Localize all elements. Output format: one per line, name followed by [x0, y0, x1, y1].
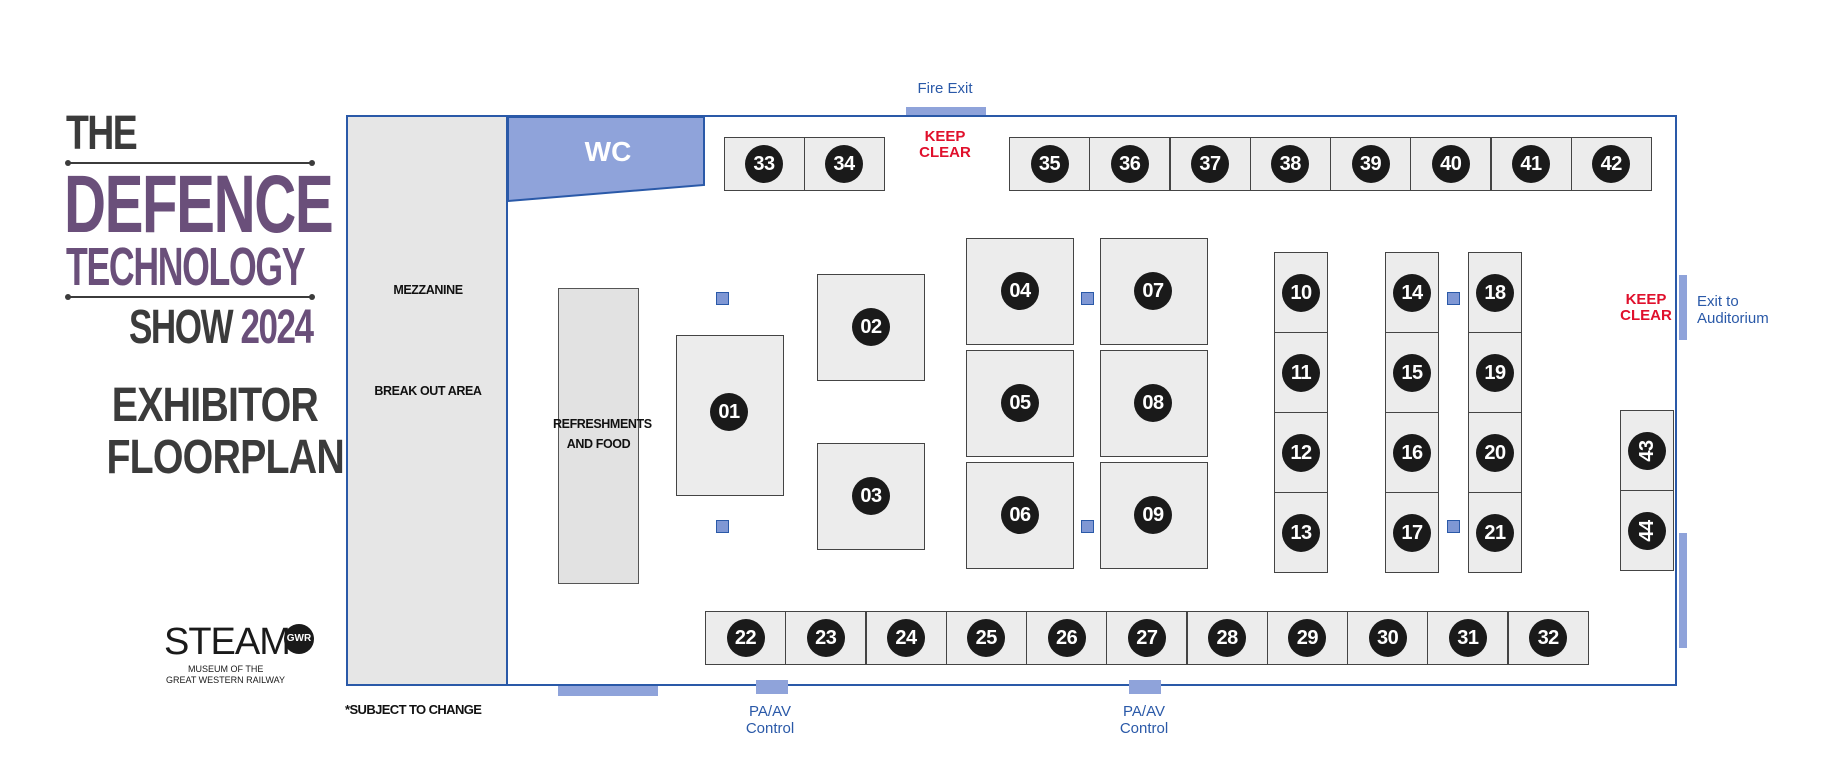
- title-line-2: FLOORPLAN: [106, 431, 344, 484]
- logo-technology: TECHNOLOGY: [66, 237, 306, 297]
- booth-number: 19: [1476, 353, 1514, 392]
- pa-av-line-2: Control: [745, 720, 795, 737]
- booth-number: 22: [726, 619, 765, 657]
- keep-clear-line-1: KEEP: [1625, 291, 1667, 308]
- bottom-door: [558, 686, 658, 696]
- pillar-marker: [1447, 292, 1460, 305]
- booth-number: 31: [1448, 619, 1487, 657]
- booth-number: 24: [887, 619, 926, 657]
- logo-rule-bottom: [65, 294, 315, 299]
- booth-number: 08: [1134, 384, 1172, 422]
- steam-museum-logo: STEAM GWR MUSEUM OF THE GREAT WESTERN RA…: [164, 622, 324, 692]
- pillar-marker: [716, 292, 729, 305]
- mezzanine-label: MEZZANINE: [393, 283, 463, 297]
- refreshments-label-1: REFRESHMENTS: [553, 417, 652, 431]
- side-door: [1679, 533, 1687, 648]
- exit-label-line-2: Auditorium: [1697, 310, 1769, 327]
- booth-number: 41: [1512, 145, 1550, 183]
- pa-av-control-box: [756, 680, 788, 694]
- booth-number: 12: [1282, 433, 1320, 472]
- booth-number: 28: [1208, 619, 1247, 657]
- exit-label-line-1: Exit to: [1697, 293, 1739, 310]
- subject-to-change-note: *SUBJECT TO CHANGE: [345, 702, 482, 717]
- booth-number: 37: [1191, 145, 1229, 183]
- booth-number: 35: [1030, 145, 1069, 183]
- logo-year: 2024: [240, 301, 314, 354]
- booth-number: 30: [1368, 619, 1407, 657]
- booth-number: 11: [1282, 353, 1320, 392]
- booth-number: 34: [825, 145, 863, 183]
- sponsor-caption-2: GREAT WESTERN RAILWAY: [166, 675, 286, 685]
- booth-number: 26: [1047, 619, 1086, 657]
- booth-number: 27: [1127, 619, 1166, 657]
- logo-defence: DEFENCE: [64, 159, 334, 250]
- pillar-marker: [716, 520, 729, 533]
- pa-av-line-2: Control: [1119, 720, 1169, 737]
- pa-av-label: PA/AV Control: [730, 703, 810, 737]
- booth-07[interactable]: [1100, 238, 1208, 345]
- sponsor-caption-1: MUSEUM OF THE: [188, 664, 264, 674]
- pa-av-line-1: PA/AV: [1123, 703, 1165, 720]
- refreshments-label-2: AND FOOD: [566, 437, 631, 451]
- gwr-badge-icon: GWR: [284, 624, 314, 654]
- page-title: EXHIBITOR FLOORPLAN: [60, 379, 344, 484]
- exit-to-auditorium-label: Exit to Auditorium: [1697, 293, 1769, 327]
- pa-av-label: PA/AV Control: [1104, 703, 1184, 737]
- logo-show: SHOW 2024: [129, 301, 314, 354]
- auditorium-exit-door: [1679, 275, 1687, 340]
- booth-number: 29: [1288, 619, 1327, 657]
- wc-label: WC: [584, 136, 632, 167]
- keep-clear-right: KEEP CLEAR: [1616, 292, 1676, 324]
- mezzanine-area: [348, 117, 508, 684]
- steam-wordmark: STEAM: [164, 621, 291, 663]
- booth-number: 25: [967, 619, 1006, 657]
- title-line-1: EXHIBITOR: [111, 379, 319, 432]
- booth-number: 01: [710, 393, 748, 431]
- booth-number: 23: [806, 619, 845, 657]
- keep-clear-top: KEEP CLEAR: [915, 129, 975, 161]
- booth-number: 42: [1592, 145, 1631, 183]
- keep-clear-line-2: CLEAR: [1620, 307, 1672, 324]
- pa-av-line-1: PA/AV: [749, 703, 791, 720]
- booth-number: 18: [1476, 273, 1514, 312]
- booth-number: 06: [1001, 496, 1039, 534]
- booth-number: 17: [1393, 513, 1431, 552]
- wc-area: [508, 117, 705, 202]
- keep-clear-line-1: KEEP: [924, 128, 966, 145]
- fire-exit-door: [906, 107, 986, 115]
- booth-number: 21: [1476, 513, 1514, 552]
- logo-the: THE: [66, 107, 138, 160]
- booth-number: 04: [1001, 272, 1039, 310]
- refreshments-area: [558, 288, 639, 584]
- pillar-marker: [1081, 520, 1094, 533]
- booth-number: 32: [1529, 619, 1568, 657]
- booth-number: 43: [1628, 431, 1666, 470]
- booth-number: 33: [745, 145, 783, 183]
- booth-number: 14: [1393, 273, 1431, 312]
- booth-number: 05: [1001, 384, 1039, 422]
- booth-number: 03: [852, 477, 890, 515]
- booth-number: 15: [1393, 353, 1431, 392]
- pillar-marker: [1081, 292, 1094, 305]
- booth-number: 10: [1282, 273, 1320, 312]
- breakout-area-label: BREAK OUT AREA: [374, 384, 482, 398]
- logo-rule-top: [65, 160, 315, 165]
- booth-number: 09: [1134, 496, 1172, 534]
- booth-number: 07: [1134, 272, 1172, 310]
- booth-number: 16: [1393, 433, 1431, 472]
- booth-number: 44: [1628, 511, 1666, 550]
- logo-show-word: SHOW: [129, 301, 234, 354]
- booth-number: 39: [1351, 145, 1390, 183]
- booth-number: 40: [1431, 145, 1470, 183]
- booth-number: 20: [1476, 433, 1514, 472]
- pillar-marker: [1447, 520, 1460, 533]
- booth-number: 02: [852, 308, 890, 346]
- keep-clear-line-2: CLEAR: [919, 144, 971, 161]
- booth-number: 38: [1271, 145, 1310, 183]
- pa-av-control-box: [1129, 680, 1161, 694]
- booth-number: 13: [1282, 513, 1320, 552]
- booth-number: 36: [1110, 145, 1149, 183]
- fire-exit-label: Fire Exit: [917, 80, 973, 97]
